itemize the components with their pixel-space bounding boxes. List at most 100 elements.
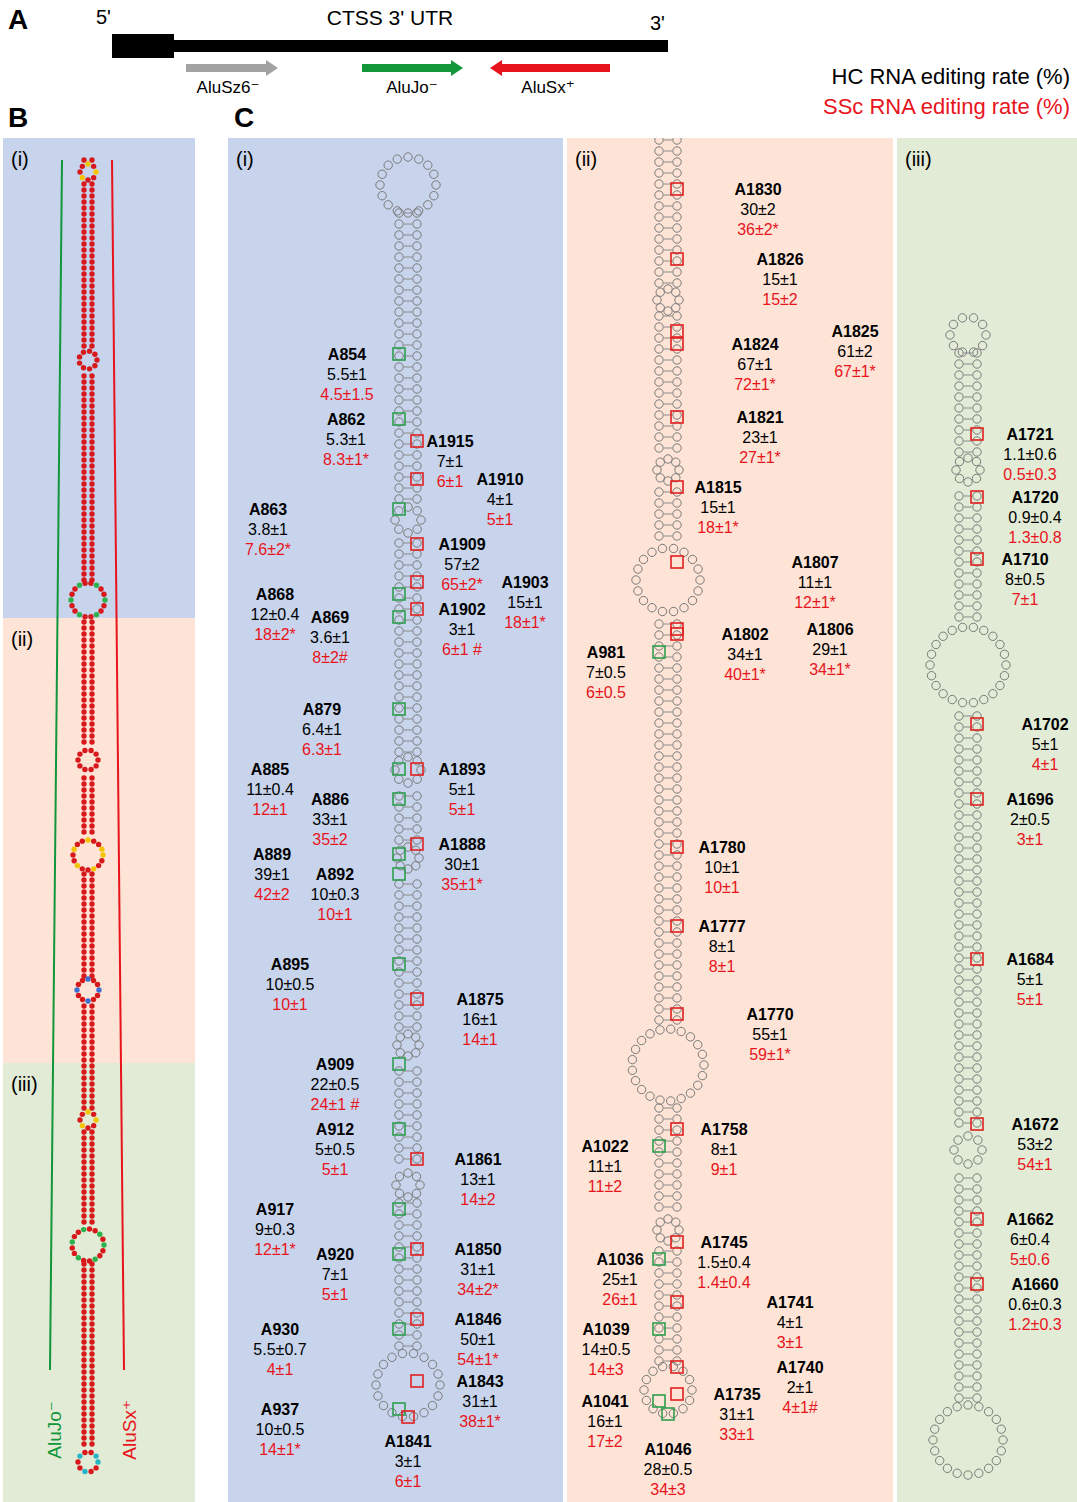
editing-site: A88633±135±2 [311,790,349,850]
hc-rate: 11±0.4 [246,780,294,800]
nucleotide-dot [81,217,86,222]
nucleotide [413,814,421,822]
nucleotide [955,426,963,434]
hc-rate: 39±1 [253,865,291,885]
nucleotide [978,341,986,349]
nucleotide-dot [82,1450,87,1455]
nucleotide-dot [89,1441,94,1446]
nucleotide-dot [81,289,86,294]
base-pair [664,745,672,746]
site-box [653,1323,665,1335]
nucleotide [673,774,681,782]
nucleotide [395,902,403,910]
nucleotide-dot [89,235,94,240]
nucleotide-dot [81,1435,86,1440]
nucleotide [950,1146,958,1154]
base-pair [404,972,412,973]
ssc-rate: 10±1 [311,905,360,925]
site-name: A1745 [697,1233,750,1253]
panel-band: (i)A8545.5±14.5±1.5A8625.3±18.3±1*A19157… [228,138,563,1502]
base-pair [404,213,412,214]
nucleotide [648,604,656,612]
nucleotide [700,1061,708,1069]
nucleotide-dot [101,591,106,596]
nucleotide-dot [89,463,94,468]
ssc-rate: 1.2±0.3 [1008,1315,1061,1335]
editing-site: A19023±16±1 # [438,600,485,660]
base-pair [664,162,672,163]
hc-rate: 23±1 [736,428,783,448]
nucleotide-dot [89,313,94,318]
base-pair [664,899,672,900]
nucleotide [395,1001,403,1009]
nucleotide [964,1132,972,1140]
site-name: A869 [310,608,350,628]
nucleotide-dot [89,967,94,972]
nucleotide [698,1071,706,1079]
base-pair [964,1321,972,1322]
site-box [411,1243,423,1255]
hc-rate: 8±1 [700,1140,747,1160]
nucleotide [996,640,1004,648]
editing-site: A9179±0.312±1* [254,1200,296,1260]
alu-axis-label: AluSx⁺ [119,1400,141,1460]
nucleotide-dot [70,852,75,857]
ssc-rate: 38±1* [456,1412,503,1432]
site-box [971,953,983,965]
nucleotide [395,825,403,833]
base-pair [964,782,972,783]
nucleotide [395,1254,403,1262]
nucleotide [639,555,647,563]
nucleotide-dot [81,451,86,456]
nucleotide [413,880,421,888]
nucleotide [655,818,663,826]
nucleotide [673,752,681,760]
nucleotide [943,1407,951,1415]
site-box [671,1296,683,1308]
site-name: A1777 [698,917,745,937]
alu-line [112,160,124,618]
nucleotide [935,1415,943,1423]
nucleotide-dot [89,337,94,342]
nucleotide [655,345,663,353]
nucleotide [673,939,681,947]
nucleotide [639,596,647,604]
nucleotide [430,192,438,200]
nucleotide [395,495,403,503]
nucleotide-dot [89,427,94,432]
nucleotide-dot [89,541,94,546]
nucleotide [395,1078,403,1086]
nucleotide [395,880,403,888]
nucleotide-dot [81,937,86,942]
nucleotide-dot [89,1147,94,1152]
nucleotide [955,415,963,423]
nucleotide [395,1172,403,1180]
site-box [971,718,983,730]
base-pair [964,870,972,871]
nucleotide [673,1313,681,1321]
nucleotide [655,532,663,540]
nucleotide [395,330,403,338]
nucleotide [973,404,981,412]
nucleotide [634,587,642,595]
site-name: A1721 [1003,425,1056,445]
nucleotide [673,1203,681,1211]
site-name: A879 [302,700,342,720]
nucleotide [686,1033,694,1041]
editing-site: A182561±267±1* [831,322,878,382]
nucleotide-dot [89,1057,94,1062]
nucleotide-dot [81,667,86,672]
site-box [411,576,423,588]
base-pair [664,404,672,405]
site-box [671,253,683,265]
base-pair [964,540,972,541]
nucleotide [395,979,403,987]
nucleotide-dot [89,1069,94,1074]
nucleotide-dot [81,1087,86,1092]
nucleotide [413,836,421,844]
nucleotide [395,484,403,492]
editing-site: A88939±142±2 [253,845,291,905]
nucleotide-dot [81,307,86,312]
nucleotide-dot [97,1232,102,1237]
hc-rate: 15±1 [501,593,548,613]
